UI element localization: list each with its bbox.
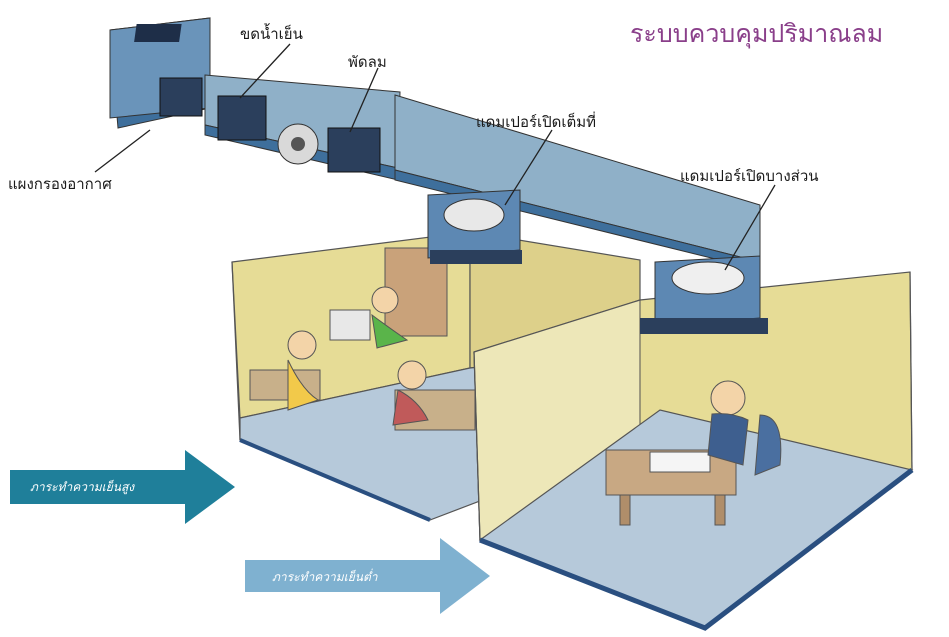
filter-grille <box>134 24 182 42</box>
low-load-label: ภาระทำความเย็นต่ำ <box>272 570 378 584</box>
filter-panel-grille <box>159 77 203 117</box>
damper-partial-label: แดมเปอร์เปิดบางส่วน <box>680 167 819 185</box>
fan-label: พัดลม <box>348 53 387 71</box>
damper-partial-box <box>640 255 768 334</box>
cooling-coil-label: ขดน้ำเย็น <box>240 25 303 43</box>
low-load-arrow <box>245 538 490 614</box>
high-load-arrow <box>10 450 235 524</box>
fan-outlet-grille <box>327 127 381 173</box>
diagram-title: ระบบควบคุมปริมาณลม <box>630 19 884 48</box>
cooling-coil-grille <box>217 95 267 141</box>
leader-lines <box>94 43 776 271</box>
room-low-load <box>473 271 914 631</box>
high-load-label: ภาระทำความเย็นสูง <box>30 480 135 494</box>
air-filter-label: แผงกรองอากาศ <box>8 175 112 193</box>
desk-worker <box>605 380 782 526</box>
office-workers-group <box>249 247 476 431</box>
damper-full-label: แดมเปอร์เปิดเต็มที่ <box>476 113 597 131</box>
air-handling-unit <box>109 17 768 334</box>
damper-full-box <box>427 189 522 264</box>
